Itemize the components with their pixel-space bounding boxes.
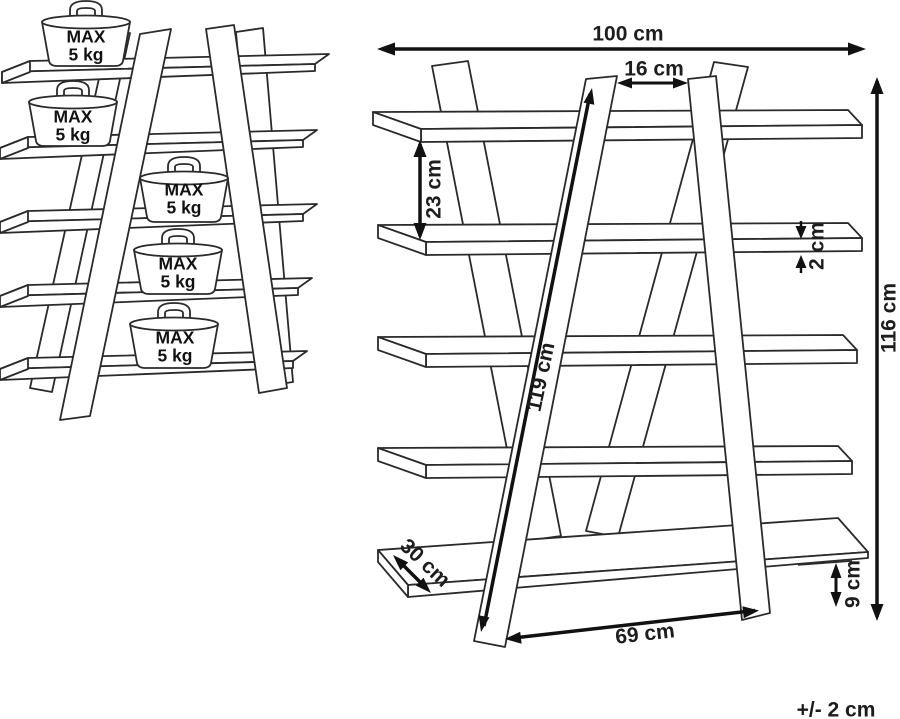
dimension-total-width: 100 cm xyxy=(592,22,664,46)
base-width-arrow xyxy=(508,608,756,641)
leg-length-arrow xyxy=(482,93,592,627)
dimension-arrows xyxy=(377,42,884,644)
perspective-view-drawing xyxy=(0,0,330,421)
front-right-leg xyxy=(687,75,771,621)
tolerance-note: +/- 2 cm xyxy=(796,698,876,719)
dimension-shelf-thickness: 2 cm xyxy=(805,222,829,270)
shelf-3 xyxy=(377,334,858,368)
shelf-4 xyxy=(377,445,853,479)
dimension-total-height: 116 cm xyxy=(877,282,900,354)
shelf-2 xyxy=(377,222,863,256)
dimension-top-gap: 16 cm xyxy=(624,57,684,81)
dimension-bottom-clearance: 9 cm xyxy=(841,560,865,608)
weight-icon-3 xyxy=(139,156,229,223)
shelf-1 xyxy=(372,109,863,143)
front-view-drawing xyxy=(372,60,869,648)
weight-icon-5 xyxy=(129,302,219,369)
weight-icon-2 xyxy=(28,80,118,147)
weight-icon-1 xyxy=(41,0,131,67)
front-right-leg xyxy=(205,24,288,394)
dimension-shelf-spacing: 23 cm xyxy=(422,159,446,219)
extension-line xyxy=(797,560,853,566)
shelf-5 xyxy=(377,517,869,598)
weight-icon-4 xyxy=(133,228,223,295)
front-left-leg xyxy=(59,28,172,421)
